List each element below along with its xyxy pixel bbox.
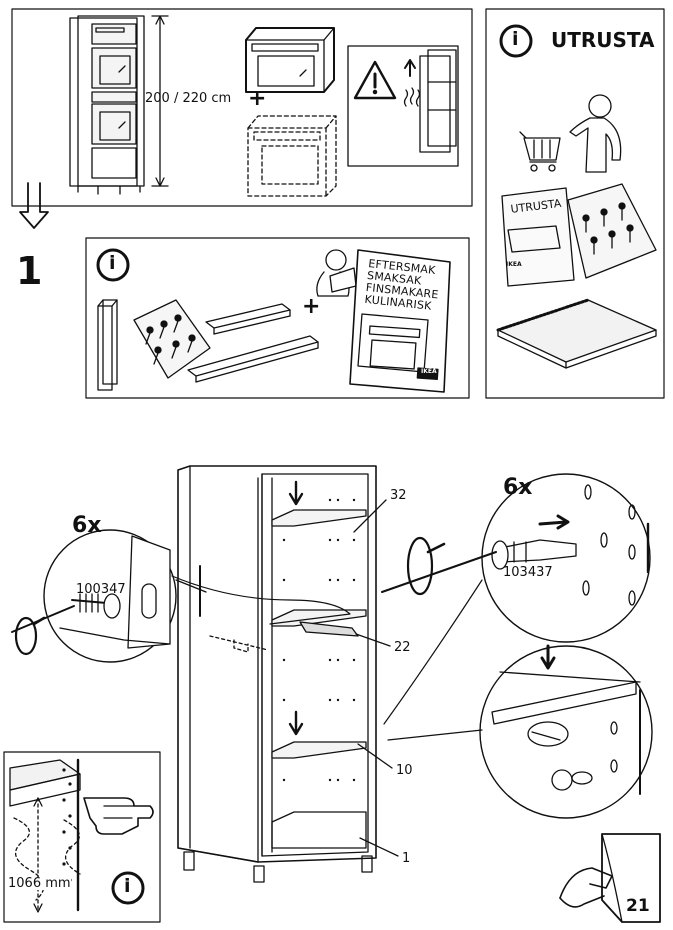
height-dimension-label: 200 / 220 cm — [145, 91, 232, 106]
oven-rail-icon — [187, 303, 319, 383]
left-detail-part-number: 100347 — [76, 582, 126, 597]
top-panel-frame — [11, 8, 473, 207]
equipment-booklet-icon — [501, 187, 575, 287]
tall-cabinet-body — [177, 465, 377, 883]
screwdriver-icon — [381, 536, 497, 596]
right-detail-magnifier — [381, 473, 651, 725]
equipment-title: UTRUSTA — [551, 28, 655, 52]
screw-bag-icon — [567, 183, 657, 279]
info-icon — [499, 24, 533, 58]
equipment-booklet-brand: IKEA — [506, 261, 522, 268]
callout-leader-32 — [353, 499, 387, 533]
corner-detail-frame — [3, 751, 161, 923]
regular-oven-dashed — [247, 115, 337, 197]
person-with-shopping-cart-icon — [519, 94, 622, 173]
info-glyph: i — [124, 875, 131, 897]
info-glyph: i — [512, 28, 519, 50]
hardware-bag-icon — [133, 299, 211, 379]
oven-manual-booklet-text: EFTERSMAK SMAKSAK FINSMAKARE KULINARISK — [364, 257, 442, 313]
height-dimension-line — [151, 15, 169, 187]
callout-label: 1 — [402, 851, 411, 866]
pointing-hand-icon — [83, 797, 154, 835]
callout-leader-10 — [357, 743, 393, 769]
shelf-support-detail-magnifier — [387, 644, 653, 819]
plus-sign: + — [302, 294, 321, 319]
compact-oven — [245, 27, 335, 93]
left-detail-magnifier — [11, 529, 351, 663]
warning-triangle-icon — [353, 60, 397, 100]
corner-detail-measurement: 1066 mm — [8, 876, 71, 891]
info-icon — [111, 871, 145, 905]
page-turn-icon — [559, 833, 661, 923]
shelf-pin-icon — [491, 539, 577, 570]
tall-cabinet-with-ovens — [69, 15, 145, 195]
left-detail-count: 6x — [72, 513, 102, 538]
equipment-panel-frame — [485, 8, 665, 399]
cabinet-frame-icon — [97, 299, 118, 391]
page-number: 21 — [626, 896, 650, 916]
plus-sign: + — [248, 86, 267, 111]
callout-label: 32 — [390, 488, 407, 503]
right-detail-part-number: 103437 — [503, 565, 553, 580]
step-number: 1 — [16, 249, 43, 293]
oven-manual-booklet-brand: IKEA — [421, 368, 437, 375]
down-arrow-icon — [19, 182, 49, 229]
screwdriver-icon — [11, 605, 75, 656]
callout-leader-1 — [359, 837, 399, 857]
info-glyph: i — [109, 252, 116, 274]
ventilated-cabinet-icon — [403, 49, 457, 153]
hole-pattern — [282, 498, 356, 782]
right-detail-count: 6x — [503, 475, 533, 500]
step-1-panel-frame — [85, 237, 470, 399]
callout-label: 22 — [394, 640, 411, 655]
callout-label: 10 — [396, 763, 413, 778]
info-icon — [96, 248, 130, 282]
glass-shelf-icon — [496, 298, 657, 369]
person-reading-icon — [316, 249, 357, 297]
ventilation-warning-box — [347, 45, 459, 167]
callout-leader-22 — [355, 633, 391, 647]
oven-manual-booklet-icon — [349, 249, 451, 393]
cam-screw-icon — [71, 593, 121, 619]
